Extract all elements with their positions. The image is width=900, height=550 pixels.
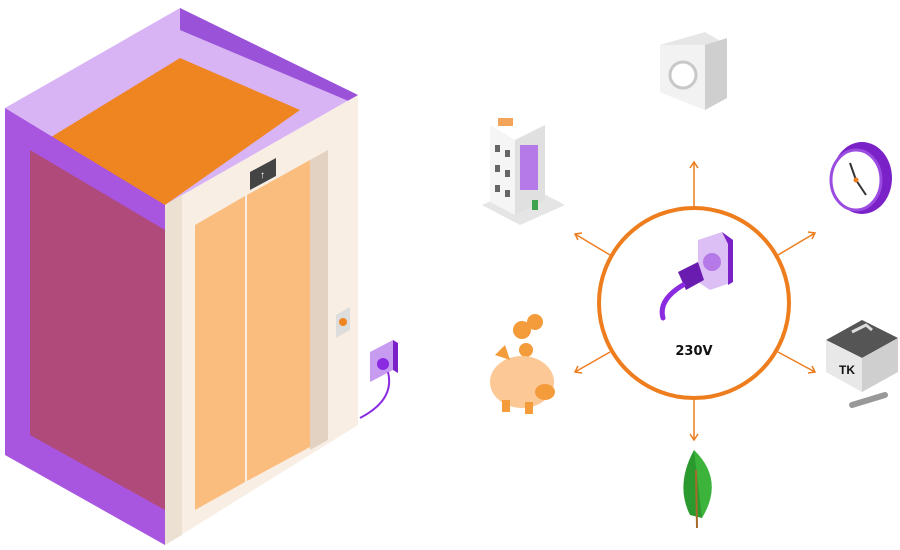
washing-machine-icon bbox=[660, 32, 727, 110]
piggy-bank-icon bbox=[490, 314, 555, 414]
tk-logo: TK bbox=[839, 363, 855, 377]
elevator-door-left bbox=[195, 196, 245, 510]
hub-arrows bbox=[573, 160, 817, 442]
elevator-power-outlet bbox=[359, 340, 398, 419]
elevator-door-frame bbox=[310, 150, 328, 450]
call-button[interactable] bbox=[339, 318, 347, 326]
voltage-label: 230V bbox=[675, 344, 712, 359]
elevator-front-wall-shade bbox=[165, 195, 182, 545]
building-icon bbox=[482, 118, 565, 225]
elevator-door-right bbox=[247, 160, 310, 481]
toolbox-icon: TK bbox=[826, 320, 898, 408]
plug-socket-icon bbox=[659, 232, 733, 321]
clock-icon bbox=[829, 142, 892, 214]
elevator-car: ↑ bbox=[5, 8, 358, 545]
elevator-inner-wall bbox=[30, 150, 165, 510]
elevator-back-right-panel bbox=[180, 8, 358, 105]
power-hub-circle bbox=[597, 206, 791, 400]
leaf-icon bbox=[683, 450, 712, 529]
elevator-floor-indicator bbox=[250, 158, 276, 190]
up-arrow-icon: ↑ bbox=[260, 170, 265, 181]
